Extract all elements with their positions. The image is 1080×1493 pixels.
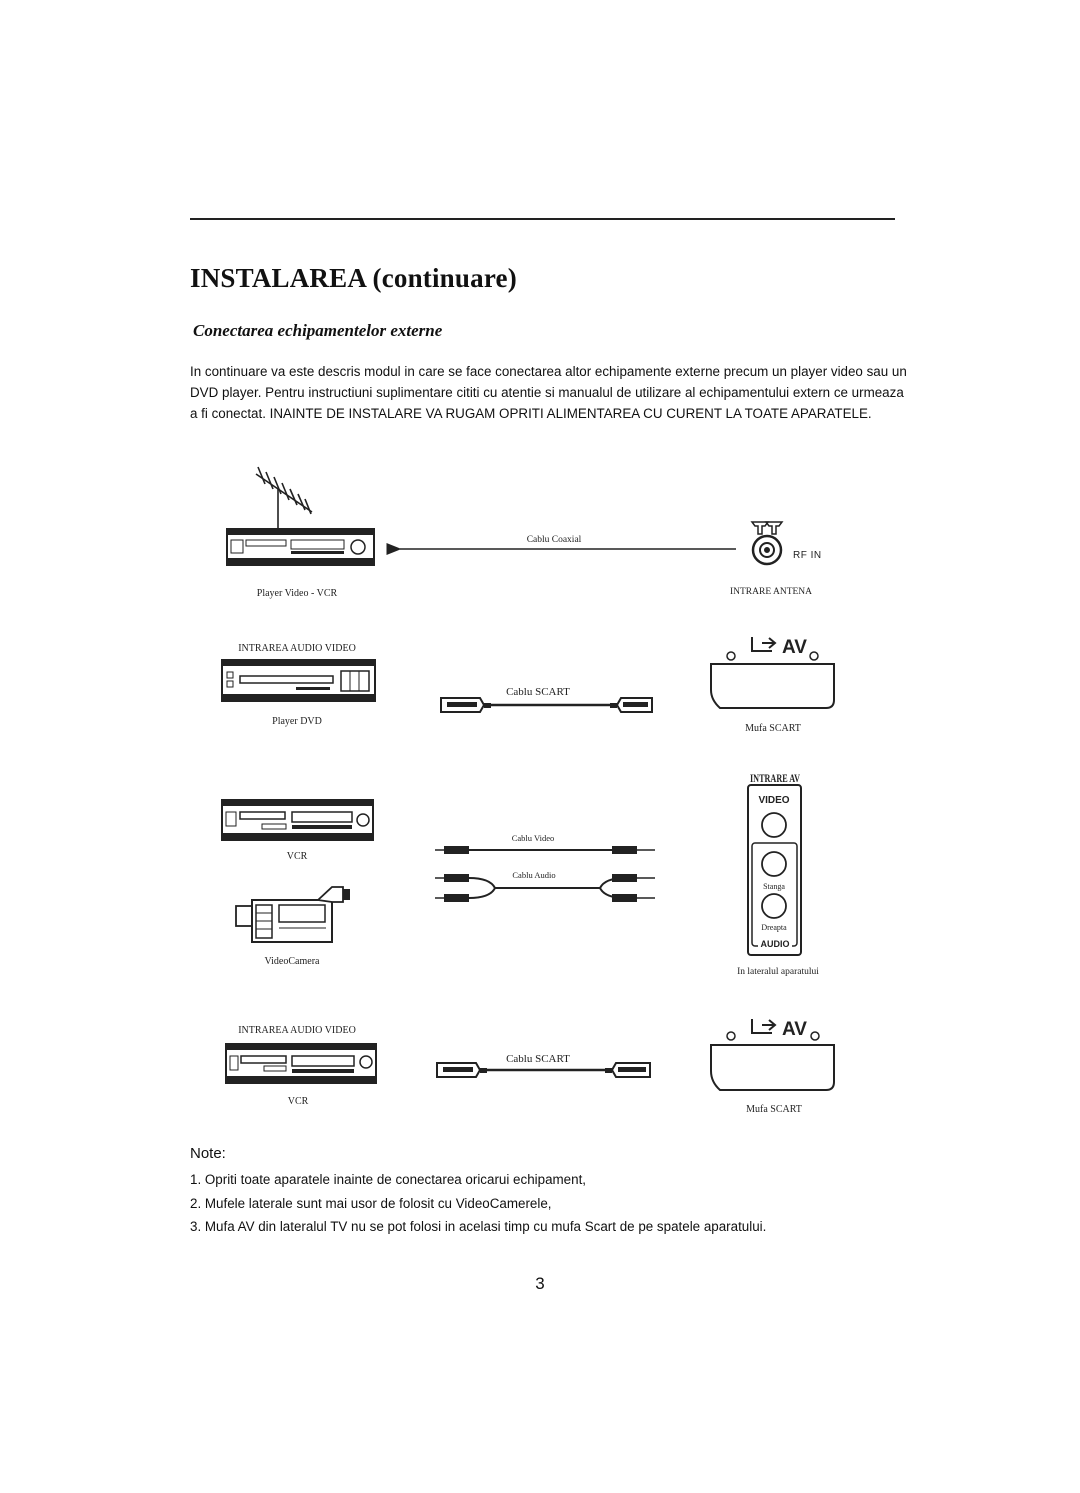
video-jack-icon xyxy=(761,812,787,838)
antenna-port-icon xyxy=(750,521,784,566)
vcr-icon xyxy=(221,799,374,841)
rf-in-label: RF IN xyxy=(793,550,822,561)
intro-paragraph: In continuare va este descris modul in c… xyxy=(190,361,910,425)
dvd-player-icon xyxy=(221,659,376,702)
section-subtitle: Conectarea echipamentelor externe xyxy=(193,321,443,340)
av-icon-text: AV xyxy=(782,637,807,658)
antenna-input-label: INTRARE ANTENA xyxy=(730,587,812,597)
vcr-player-label: Player Video - VCR xyxy=(257,588,338,599)
video-camera-icon xyxy=(235,886,350,943)
audio-right-jack-icon xyxy=(761,893,787,919)
note-item: 1. Opriti toate aparatele inainte de con… xyxy=(190,1172,587,1187)
vcr-bottom-label: VCR xyxy=(288,1096,309,1107)
dvd-player-label: Player DVD xyxy=(272,716,322,727)
scart-port-icon xyxy=(710,637,835,709)
audio-rca-cable-icon xyxy=(435,874,655,902)
intro-text: In continuare va este descris modul in c… xyxy=(190,364,907,422)
scart-cable-label: Cablu SCART xyxy=(506,686,570,698)
panel-audio-label: AUDIO xyxy=(761,939,790,949)
audio-cable-label: Cablu Audio xyxy=(512,870,555,880)
av-input-label: INTRAREA AUDIO VIDEO xyxy=(238,643,356,654)
note-item: 2. Mufele laterale sunt mai usor de folo… xyxy=(190,1195,552,1211)
side-av-panel xyxy=(747,784,802,956)
page-title: INSTALAREA (continuare) xyxy=(190,263,517,293)
video-rca-cable-icon xyxy=(435,846,655,854)
av-icon-text-2: AV xyxy=(782,1019,807,1040)
page-number: 3 xyxy=(535,1274,545,1293)
vcr-bottom-icon xyxy=(225,1043,377,1084)
audio-left-jack-icon xyxy=(761,851,787,877)
scart-port-icon-2 xyxy=(710,1019,835,1091)
notes-list: 1. Opriti toate aparatele inainte de con… xyxy=(190,1168,766,1239)
note-title: Note: xyxy=(190,1145,226,1162)
header-rule xyxy=(190,218,895,220)
video-camera-label: VideoCamera xyxy=(265,956,320,967)
av-input-label-2: INTRAREA AUDIO VIDEO xyxy=(238,1025,356,1036)
coaxial-cable-label: Cablu Coaxial xyxy=(527,535,582,545)
scart-port-label-2: Mufa SCART xyxy=(746,1104,802,1115)
av-panel-title: INTRARE AV xyxy=(750,771,800,785)
panel-caption: In lateralul aparatului xyxy=(737,967,819,977)
vcr-label: VCR xyxy=(287,851,308,862)
panel-right-label: Dreapta xyxy=(761,923,787,932)
panel-video-label: VIDEO xyxy=(758,795,789,806)
video-cable-label: Cablu Video xyxy=(512,833,555,843)
scart-cable-label-2: Cablu SCART xyxy=(506,1053,570,1065)
panel-left-label: Stanga xyxy=(763,882,785,891)
scart-cable-icon xyxy=(440,697,653,713)
note-item: 3. Mufa AV din lateralul TV nu se pot fo… xyxy=(190,1219,767,1234)
scart-cable-icon-2 xyxy=(436,1062,651,1078)
antenna-icon xyxy=(255,466,313,532)
vcr-top-icon xyxy=(226,528,375,566)
scart-port-label: Mufa SCART xyxy=(745,723,801,734)
